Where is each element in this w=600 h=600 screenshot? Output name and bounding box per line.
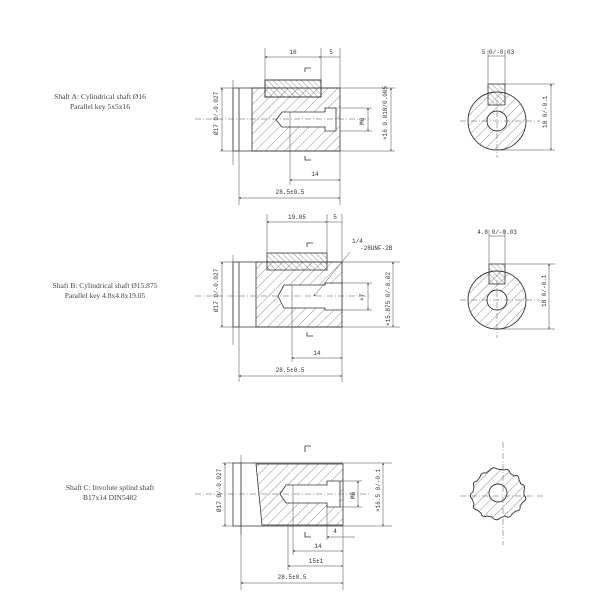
svg-text:18 0/-0.1: 18 0/-0.1	[541, 274, 548, 307]
shaft-a-label: Shaft A: Cylindrical shaft Ø16 Parallel …	[30, 92, 170, 112]
shaft-a-end-view: 5 0/-0.03 18 0/-0.1	[460, 49, 555, 158]
shaft-a-subtitle: Parallel key 5x5x16	[70, 102, 130, 111]
svg-text:15±1: 15±1	[309, 558, 324, 565]
shaft-b-side-view: 19.05 5 1/4 -28UNF-2B 14 28.5±0.5 Ø17 0/…	[195, 214, 400, 382]
shaft-c-title: Shaft C: Involute splind shaft	[65, 483, 155, 492]
svg-text:19.05: 19.05	[288, 214, 306, 221]
shaft-c-subtitle: B17x14 DIN5482	[83, 493, 137, 502]
svg-text:×16.5 0/-0.1: ×16.5 0/-0.1	[375, 468, 382, 512]
shaft-c-spline-end-view	[460, 442, 545, 545]
svg-text:5: 5	[329, 49, 333, 56]
svg-text:16: 16	[289, 49, 297, 56]
svg-text:5 0/-0.03: 5 0/-0.03	[482, 49, 515, 56]
svg-text:Ø17 0/-0.027: Ø17 0/-0.027	[213, 91, 220, 135]
svg-text:4.8 0/-0.03: 4.8 0/-0.03	[477, 229, 517, 236]
svg-text:28.5±0.5: 28.5±0.5	[276, 367, 305, 374]
svg-text:28.5±0.5: 28.5±0.5	[276, 189, 305, 196]
svg-text:14: 14	[311, 171, 319, 178]
shaft-b-subtitle: Parallel key 4.8x4.8x19.05	[64, 291, 146, 300]
shaft-b-title: Shaft B: Cylindrical shaft Ø15.875	[52, 281, 158, 290]
svg-text:1/4: 1/4	[352, 238, 363, 245]
svg-text:Ø17 0/-0.027: Ø17 0/-0.027	[213, 268, 220, 312]
svg-text:28.5±0.5: 28.5±0.5	[278, 574, 307, 581]
svg-text:×16 0.018/0.005: ×16 0.018/0.005	[382, 86, 389, 140]
svg-text:5: 5	[333, 214, 337, 221]
svg-text:Ø17 0/-0.027: Ø17 0/-0.027	[216, 468, 223, 512]
svg-text:-28UNF-2B: -28UNF-2B	[360, 245, 393, 252]
svg-text:×7: ×7	[359, 293, 366, 301]
shaft-b-end-view: 4.8 0/-0.03 18 0/-0.1	[460, 229, 555, 338]
shaft-b-label: Shaft B: Cylindrical shaft Ø15.875 Paral…	[30, 281, 180, 301]
svg-text:14: 14	[314, 543, 322, 550]
shaft-a-side-view: 16 5 14 28.5±0.5 Ø17 0/-0.027 M6 ×16 0.0…	[195, 48, 395, 205]
svg-text:M6: M6	[359, 117, 366, 125]
svg-text:14: 14	[313, 350, 321, 357]
svg-text:4: 4	[333, 528, 337, 535]
shaft-c-label: Shaft C: Involute splind shaft B17x14 DI…	[40, 483, 180, 503]
svg-text:M6: M6	[350, 491, 357, 499]
svg-text:18 0/-0.1: 18 0/-0.1	[542, 95, 549, 128]
shaft-a-title: Shaft A: Cylindrical shaft Ø16	[54, 92, 146, 101]
svg-text:×15.875 0/-0.02: ×15.875 0/-0.02	[385, 272, 392, 326]
shaft-c-side-view: 4 14 15±1 28.5±0.5 Ø17 0/-0.027 M6 ×16.5…	[195, 445, 392, 590]
